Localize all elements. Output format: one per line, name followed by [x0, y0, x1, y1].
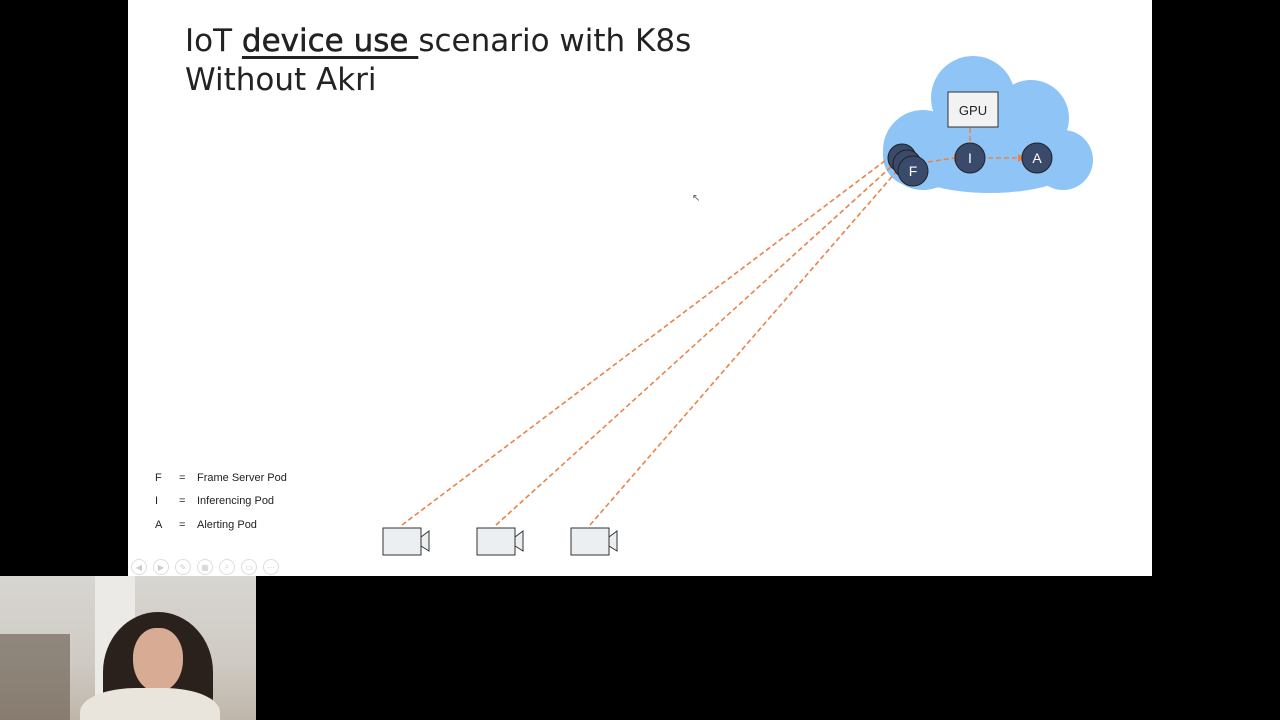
legend-row: F = Frame Server Pod — [155, 466, 287, 490]
legend-key: F — [155, 471, 162, 484]
more-options-icon[interactable]: ⋯ — [263, 559, 279, 575]
presenter-body — [80, 688, 220, 720]
slide-canvas: IoT device use scenario with K8s Without… — [128, 0, 1152, 576]
gpu-label: GPU — [959, 103, 987, 118]
previous-slide-icon[interactable]: ◀ — [131, 559, 147, 575]
legend-desc: Alerting Pod — [197, 518, 257, 531]
slide-title: IoT device use scenario with K8s Without… — [185, 22, 691, 100]
next-slide-icon[interactable]: ▶ — [153, 559, 169, 575]
camera-icon — [382, 527, 430, 556]
link-camera-2 — [495, 165, 893, 526]
pen-icon[interactable]: ✎ — [175, 559, 191, 575]
frame-server-pods — [887, 143, 929, 187]
slides-overview-icon[interactable]: ▦ — [197, 559, 213, 575]
slideshow-toolbar: ◀ ▶ ✎ ▦ ⌕ ▭ ⋯ — [131, 559, 279, 575]
legend-key: A — [155, 518, 163, 531]
pod-f-label: F — [909, 163, 918, 179]
inferencing-pod — [954, 142, 986, 174]
title-prefix: IoT — [185, 23, 242, 59]
title-line-1: IoT device use scenario with K8s — [185, 22, 691, 61]
title-line-2: Without Akri — [185, 62, 377, 98]
presenter-face — [133, 628, 183, 692]
camera-icon — [476, 527, 524, 556]
legend-eq: = — [179, 518, 186, 531]
background-shelf — [0, 634, 70, 720]
camera-links — [401, 128, 1020, 526]
link-f-to-i — [927, 157, 955, 163]
legend-row: I = Inferencing Pod — [155, 490, 287, 514]
alerting-pod — [1021, 142, 1053, 174]
legend-key: I — [155, 495, 159, 508]
title-suffix: scenario with K8s — [418, 23, 692, 59]
pod-i-label: I — [968, 150, 972, 166]
presenter-webcam — [0, 576, 256, 720]
legend: F = Frame Server Pod I = Inferencing Pod… — [155, 466, 287, 537]
camera-icon — [570, 527, 618, 556]
link-camera-1 — [401, 159, 887, 526]
legend-row: A = Alerting Pod — [155, 513, 287, 537]
pod-a-label: A — [1032, 150, 1042, 166]
architecture-diagram: GPU F I A — [382, 56, 1093, 556]
legend-desc: Inferencing Pod — [197, 495, 275, 508]
gpu-box — [947, 91, 999, 128]
subtitles-icon[interactable]: ▭ — [241, 559, 257, 575]
zoom-icon[interactable]: ⌕ — [219, 559, 235, 575]
mouse-cursor-icon: ↖ — [692, 193, 701, 204]
link-camera-3 — [589, 171, 897, 526]
title-emphasis: device use — [241, 23, 419, 60]
legend-eq: = — [179, 495, 186, 508]
legend-desc: Frame Server Pod — [197, 471, 287, 484]
legend-eq: = — [179, 471, 186, 484]
